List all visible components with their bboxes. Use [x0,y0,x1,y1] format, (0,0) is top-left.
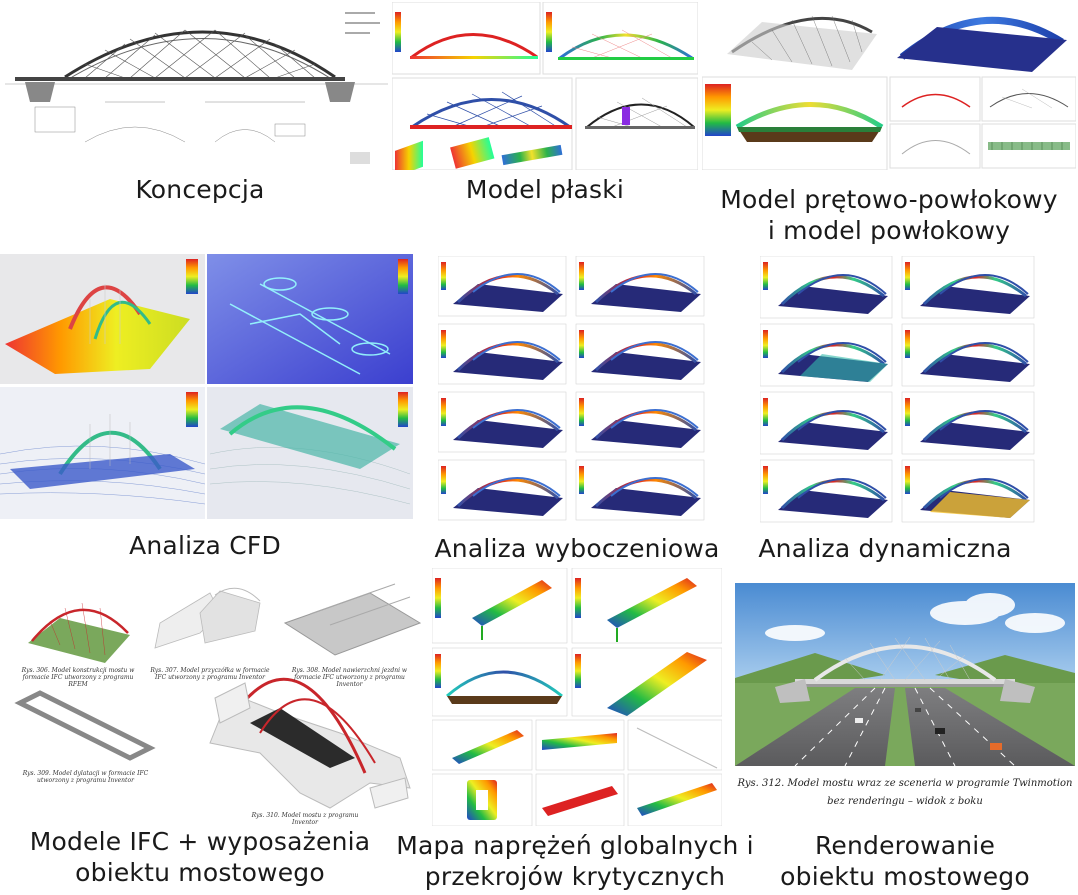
ifc-label-3: Rys. 308. Model nawierzchni jezdni w for… [291,667,408,688]
ifc-label-5: Rys. 310. Model mostu z programu Invento… [251,812,359,826]
render-caption-1: Rys. 312. Model mostu wraz ze sceneria w… [737,778,1073,789]
caption-model-pretowy-2: i model powłokowy [767,216,1011,245]
caption-render-2: obiektu mostowego [780,862,1030,891]
caption-dynamiczna: Analiza dynamiczna [758,534,1012,563]
render-caption-2: bez renderingu – widok z boku [827,796,983,807]
dynamiczna-panel [760,256,1038,528]
caption-render-1: Renderowanie [814,831,996,860]
caption-naprezenia-1: Mapa naprężeń globalnych i [396,831,754,860]
model-pretowy-panel [702,2,1076,170]
caption-naprezenia-2: przekrojów krytycznych [424,862,726,891]
caption-koncepcja: Koncepcja [135,175,265,204]
caption-model-pretowy-1: Model prętowo-powłokowy [720,185,1058,214]
caption-wyboczeniowa: Analiza wyboczeniowa [434,534,720,563]
model-plaski-panel [392,2,698,170]
ifc-label-4: Rys. 309. Model dylatacji w formacie IFC… [22,770,149,784]
ifc-label-1: Rys. 306. Model konstrukcji mostu w form… [21,667,135,688]
koncepcja-drawing [5,2,388,170]
caption-ifc-2: obiektu mostowego [75,858,325,887]
ifc-panel [10,583,425,815]
caption-model-plaski: Model płaski [465,175,625,204]
caption-ifc-1: Modele IFC + wyposażenia [29,827,371,856]
wyboczeniowa-panel [438,256,708,526]
ifc-label-2: Rys. 307. Model przyczółka w formacie IF… [150,667,270,681]
caption-cfd: Analiza CFD [129,531,281,560]
naprezenia-panel [432,568,722,826]
render-image [735,583,1075,766]
cfd-panel [0,254,413,519]
